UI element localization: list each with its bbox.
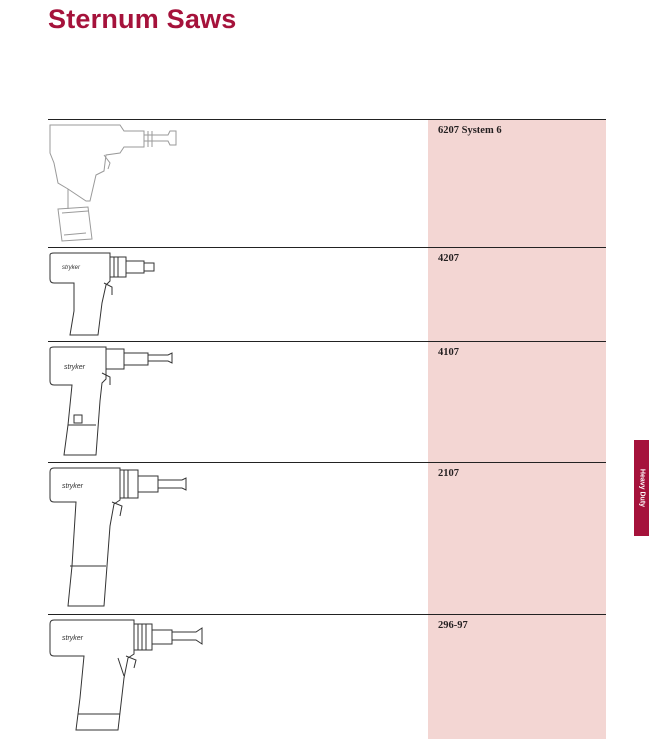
model-label: 2107 [438,468,459,479]
model-label: 4107 [438,347,459,358]
saw-296-97-illustration: stryker [49,619,203,731]
table-row: stryker 4207 [48,247,606,341]
brand-logo: stryker [62,483,84,490]
row-divider [48,341,606,342]
table-row: stryker 4107 [48,341,606,462]
model-label: 296-97 [438,620,468,631]
brand-logo: stryker [62,265,81,271]
row-divider [48,462,606,463]
saw-4107-illustration: stryker [49,346,173,456]
saw-2107-illustration: stryker [49,467,187,607]
saw-6207-illustration [49,124,177,242]
model-label: 6207 System 6 [438,125,502,136]
model-label: 4207 [438,253,459,264]
table-row: 6207 System 6 [48,119,606,247]
page-title: Sternum Saws [48,4,237,34]
saw-4207-illustration: stryker [49,252,155,336]
side-tab-label: Heavy Duty [638,468,645,508]
brand-logo: stryker [62,635,84,642]
row-divider [48,247,606,248]
section-side-tab: Heavy Duty [634,440,649,536]
table-row: stryker 296-97 [48,614,606,739]
row-divider [48,119,606,120]
model-column-background [428,119,606,739]
brand-logo: stryker [64,364,86,371]
row-divider [48,614,606,615]
table-row: stryker 2107 [48,462,606,614]
